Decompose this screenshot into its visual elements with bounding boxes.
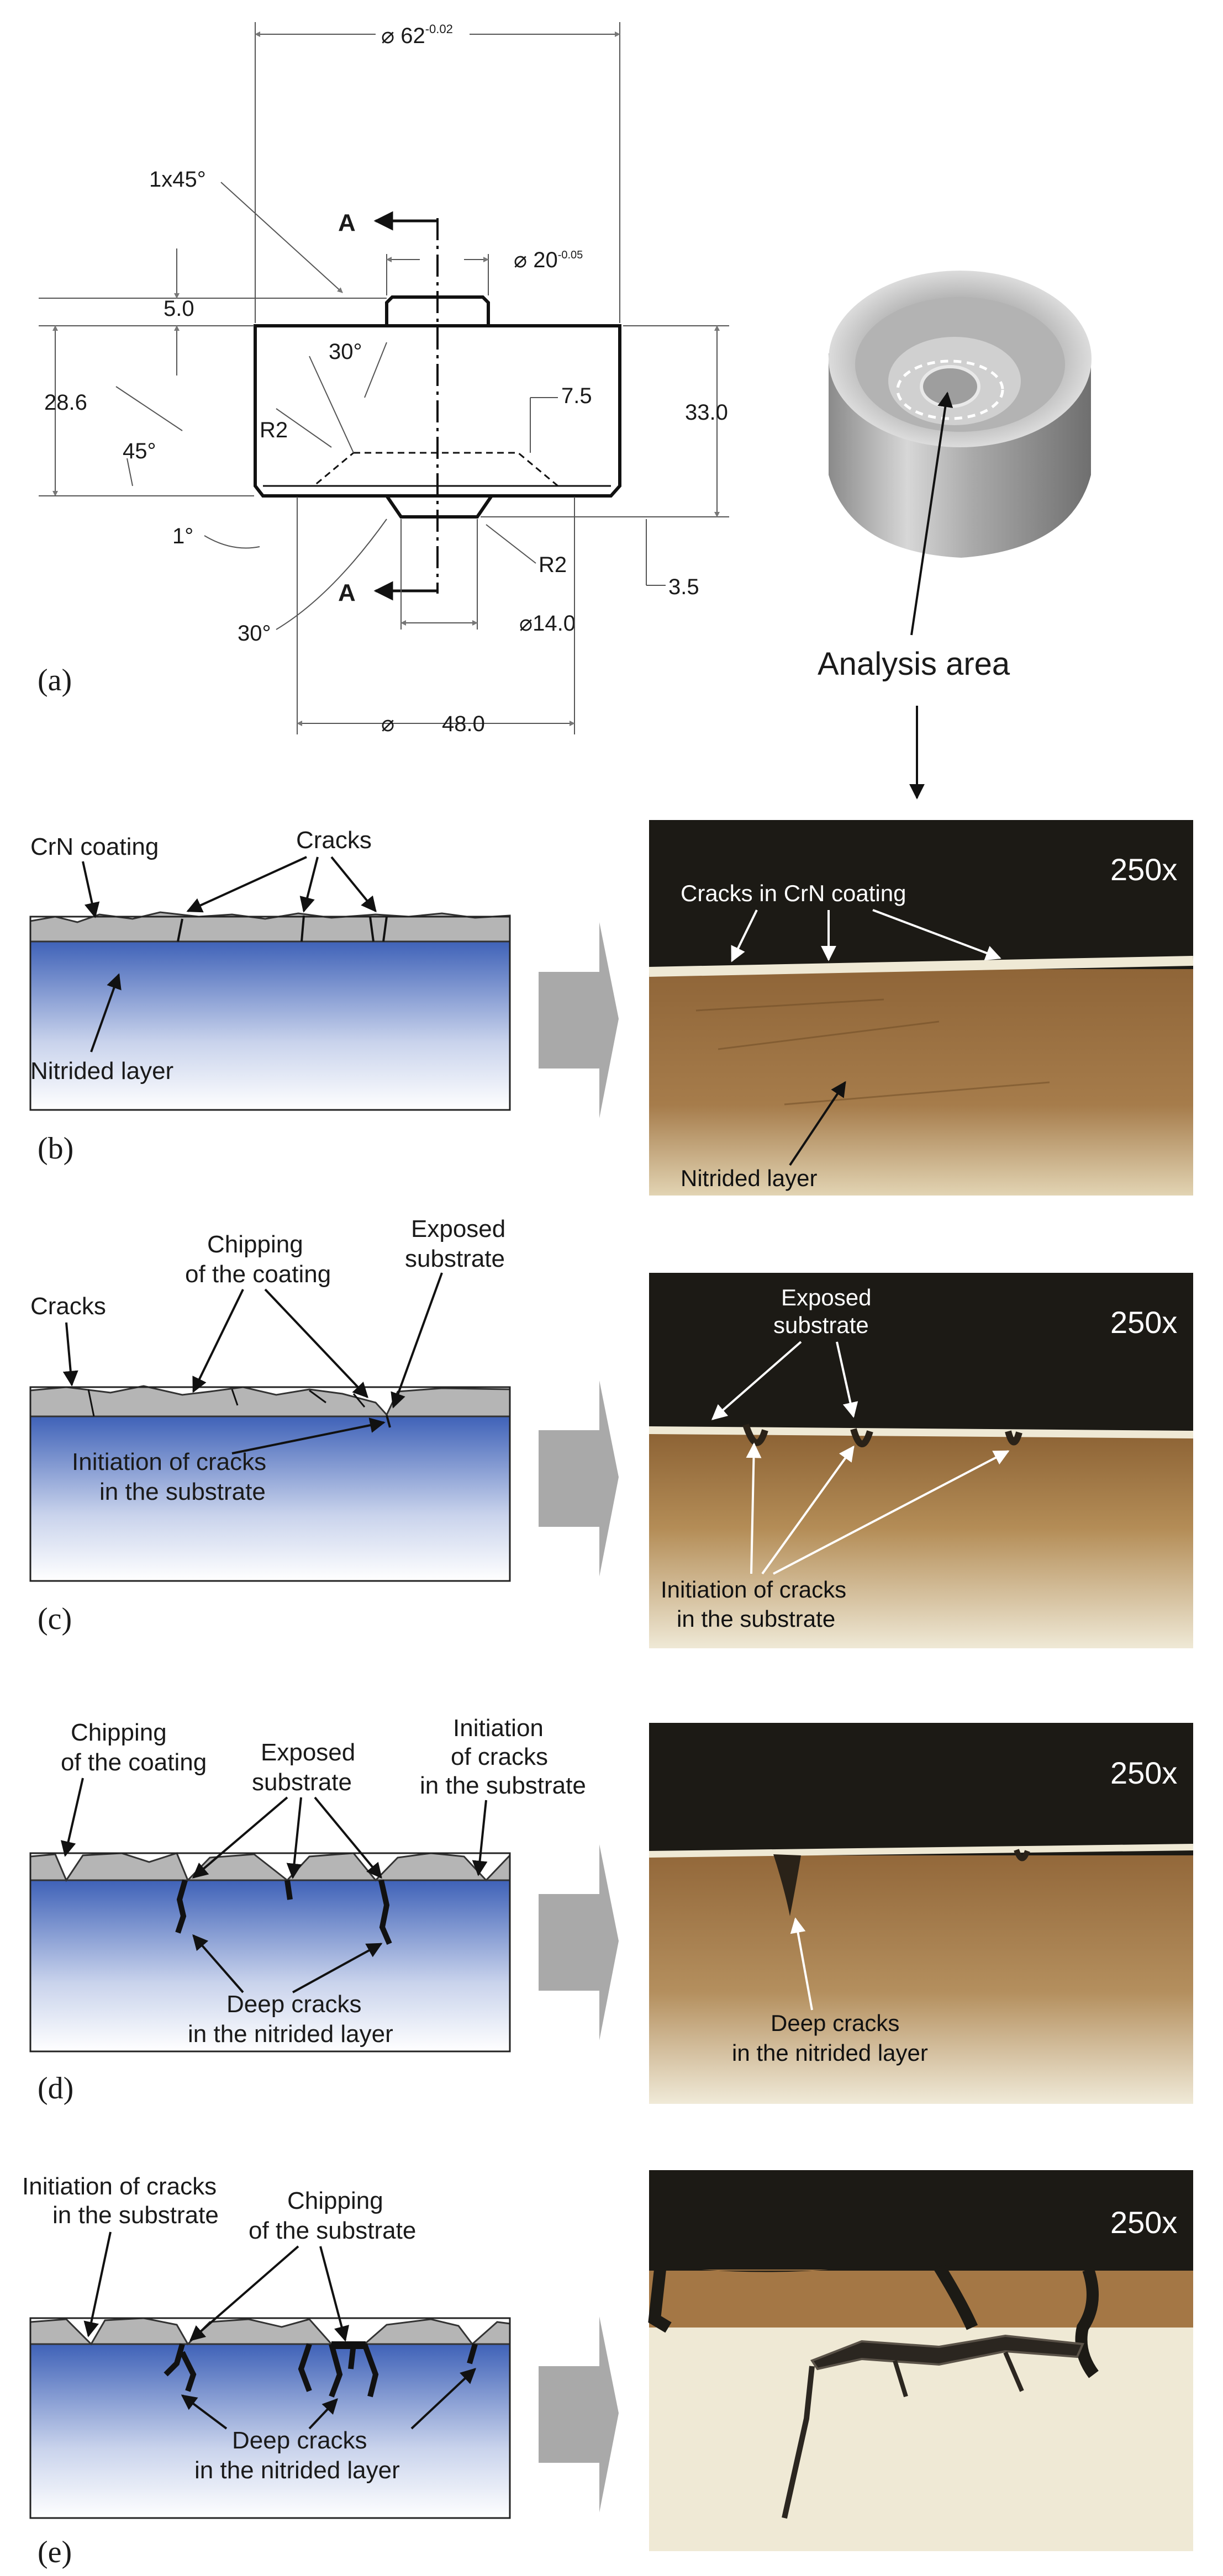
sch-c-init-label-2: in the substrate bbox=[99, 1478, 266, 1505]
part-photo: Analysis area bbox=[806, 271, 1116, 800]
mic-e-mag: 250x bbox=[1110, 2205, 1177, 2240]
schematic-d: Chipping of the coating Exposed substrat… bbox=[29, 1715, 586, 2053]
analysis-area-label: Analysis area bbox=[818, 646, 1010, 682]
sch-d-init-label-3: in the substrate bbox=[420, 1772, 586, 1799]
schematic-e: Initiation of cracks in the substrate Ch… bbox=[22, 2173, 511, 2519]
chamfer-callout: 1x45° bbox=[149, 167, 206, 192]
technical-drawing: A A ⌀ 62-0.02 1x45° ⌀ 20-0.05 5.0 28.6 4… bbox=[39, 22, 729, 736]
panel-label-a: (a) bbox=[38, 663, 72, 697]
micrograph-e: 250x bbox=[648, 2170, 1193, 2551]
section-letter-top: A bbox=[338, 209, 356, 236]
hidden-cavity bbox=[311, 452, 561, 487]
panel-label-e: (e) bbox=[38, 2535, 72, 2569]
dim-body-height: 28.6 bbox=[44, 390, 87, 415]
flow-arrow-c bbox=[539, 1380, 619, 1577]
radius-right: R2 bbox=[539, 553, 567, 577]
sch-b-coating-label: CrN coating bbox=[30, 833, 159, 860]
sch-c-exposed-label-1: Exposed bbox=[411, 1215, 505, 1242]
panel-label-c: (c) bbox=[38, 1602, 72, 1636]
flow-arrow-e bbox=[539, 2316, 619, 2512]
sch-c-cracks-label: Cracks bbox=[30, 1293, 106, 1320]
mic-d-mag: 250x bbox=[1110, 1755, 1177, 1790]
sch-e-chip-label-1: Chipping bbox=[287, 2187, 383, 2214]
section-letter-bottom: A bbox=[338, 579, 356, 606]
mic-d-deep-label-2: in the nitrided layer bbox=[732, 2040, 928, 2066]
analysis-area-marker bbox=[896, 359, 1004, 420]
sch-d-init-label-2: of cracks bbox=[451, 1743, 548, 1770]
dim-cavity-diameter: ⌀14.0 bbox=[519, 611, 576, 636]
sch-e-chip-label-2: of the substrate bbox=[249, 2217, 416, 2244]
sch-d-deep-label-1: Deep cracks bbox=[226, 1991, 362, 2018]
panel-label-b: (b) bbox=[38, 1131, 73, 1166]
panel-label-d: (d) bbox=[38, 2071, 73, 2106]
flow-arrow-d bbox=[539, 1844, 619, 2040]
angle-1: 1° bbox=[172, 524, 193, 548]
angle-30-bottom: 30° bbox=[238, 621, 271, 646]
mic-b-mag: 250x bbox=[1110, 852, 1177, 887]
sch-d-exposed-label-2: substrate bbox=[252, 1769, 352, 1796]
mic-c-exposed-label-1: Exposed bbox=[781, 1284, 871, 1310]
bottom-protrusion bbox=[385, 495, 493, 519]
mic-c-init-label-2: in the substrate bbox=[677, 1606, 835, 1632]
micrograph-d: 250x Deep cracks in the nitrided layer bbox=[649, 1723, 1194, 2104]
dim-boss-diameter: ⌀ 20-0.05 bbox=[514, 248, 583, 272]
dim-outer-diameter: ⌀ 62-0.02 bbox=[381, 22, 453, 48]
dim-boss-height: 5.0 bbox=[164, 297, 194, 321]
micrograph-b: 250x Cracks in CrN coating Nitrided laye… bbox=[649, 820, 1194, 1196]
dim-7-5: 7.5 bbox=[561, 384, 592, 408]
angle-45: 45° bbox=[123, 439, 156, 463]
mic-c-exposed-label-2: substrate bbox=[773, 1312, 869, 1338]
sch-d-init-label-1: Initiation bbox=[453, 1715, 544, 1742]
sch-d-deep-label-2: in the nitrided layer bbox=[188, 2020, 393, 2048]
sch-e-deep-label-1: Deep cracks bbox=[232, 2427, 367, 2454]
micrograph-c: 250x Exposed substrate Initiation of cra… bbox=[649, 1273, 1194, 1648]
sch-c-exposed-label-2: substrate bbox=[405, 1245, 505, 1272]
dim-total-height: 33.0 bbox=[685, 400, 728, 425]
sch-e-init-label-1: Initiation of cracks bbox=[22, 2173, 217, 2200]
dim-3-5: 3.5 bbox=[668, 575, 699, 599]
sch-b-layer-label: Nitrided layer bbox=[30, 1057, 173, 1085]
mic-c-mag: 250x bbox=[1110, 1305, 1177, 1340]
radius-left: R2 bbox=[260, 418, 288, 442]
schematic-b: CrN coating Cracks Nitrided layer bbox=[29, 827, 511, 1111]
part-outline bbox=[254, 324, 621, 498]
sch-c-chip-label-2: of the coating bbox=[185, 1261, 331, 1288]
sch-d-exposed-label-1: Exposed bbox=[261, 1739, 355, 1766]
sch-d-chip-label-2: of the coating bbox=[61, 1749, 207, 1776]
sch-c-chip-label-1: Chipping bbox=[207, 1231, 303, 1258]
mic-b-layer-label: Nitrided layer bbox=[681, 1165, 817, 1191]
angle-30-top: 30° bbox=[329, 340, 362, 364]
sch-d-chip-label-1: Chipping bbox=[71, 1719, 167, 1746]
sch-b-cracks-label: Cracks bbox=[296, 827, 372, 854]
sch-e-init-label-2: in the substrate bbox=[52, 2202, 219, 2229]
mic-d-deep-label-1: Deep cracks bbox=[771, 2010, 899, 2036]
schematic-c: Cracks Chipping of the coating Exposed s… bbox=[29, 1215, 511, 1582]
dim-cavity-outer: ⌀ bbox=[381, 712, 394, 736]
mic-c-init-label-1: Initiation of cracks bbox=[661, 1577, 846, 1602]
flow-arrow-b bbox=[539, 922, 619, 1118]
sch-e-deep-label-2: in the nitrided layer bbox=[194, 2457, 400, 2484]
dim-48: 48.0 bbox=[442, 712, 485, 736]
mic-b-cracks-label: Cracks in CrN coating bbox=[681, 880, 906, 906]
